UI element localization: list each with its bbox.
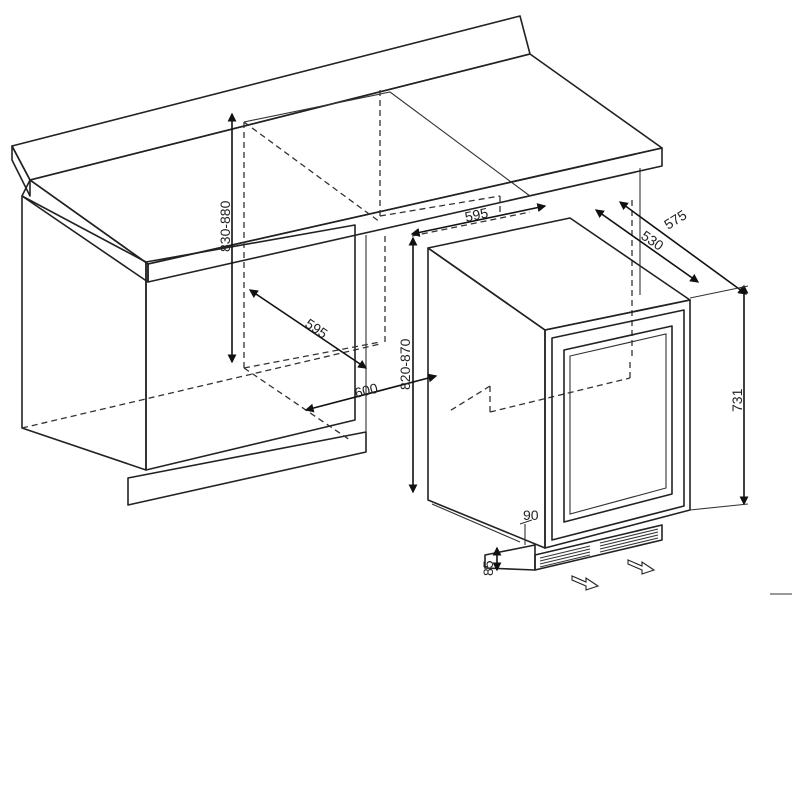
- cabinet-left-side: [21, 195, 147, 471]
- vent-grille-left: [539, 545, 591, 568]
- kitchen-cabinet: [21, 168, 641, 506]
- vent-grille-right: [599, 528, 659, 553]
- label-niche-width: 600: [353, 380, 380, 401]
- arrow-out-icon: [627, 559, 656, 575]
- cooler-glass: [563, 325, 673, 523]
- label-appliance-width: 595: [463, 204, 489, 225]
- niche-opening-outline: [243, 91, 531, 197]
- dim-line-appliance-width: [410, 203, 547, 237]
- countertop-surface: [29, 53, 663, 265]
- cabinet-plinth: [127, 431, 367, 506]
- countertop-front-edge: [21, 179, 149, 283]
- label-appliance-depth-body: 530: [638, 227, 666, 253]
- cabinet-front-panel: [145, 224, 356, 471]
- dimension-lines: [227, 112, 749, 572]
- arrow-in-icon: [571, 575, 600, 591]
- label-plinth-height: 85: [480, 560, 496, 576]
- cooler-door-frame: [551, 309, 685, 541]
- cooler-left-side: [427, 247, 546, 549]
- dim-line-appliance-depth-total: [618, 201, 748, 295]
- label-appliance-height: 731: [729, 388, 745, 412]
- label-niche-depth: 595: [302, 315, 330, 341]
- cooler-glass-inner: [569, 333, 667, 515]
- countertop: [11, 15, 663, 283]
- countertop-right-edge: [147, 147, 663, 283]
- countertop-backsplash: [11, 15, 531, 181]
- niche-hidden-lines: [21, 90, 633, 441]
- label-niche-height: 820-870: [397, 338, 413, 390]
- cooler-plinth-block: [484, 544, 536, 571]
- label-plinth-depth: 90: [523, 507, 539, 523]
- countertop-left-edge: [11, 145, 31, 197]
- label-counter-height: 830-880: [217, 200, 233, 252]
- label-appliance-depth-total: 575: [661, 206, 689, 232]
- dim-line-niche-depth: [248, 289, 368, 369]
